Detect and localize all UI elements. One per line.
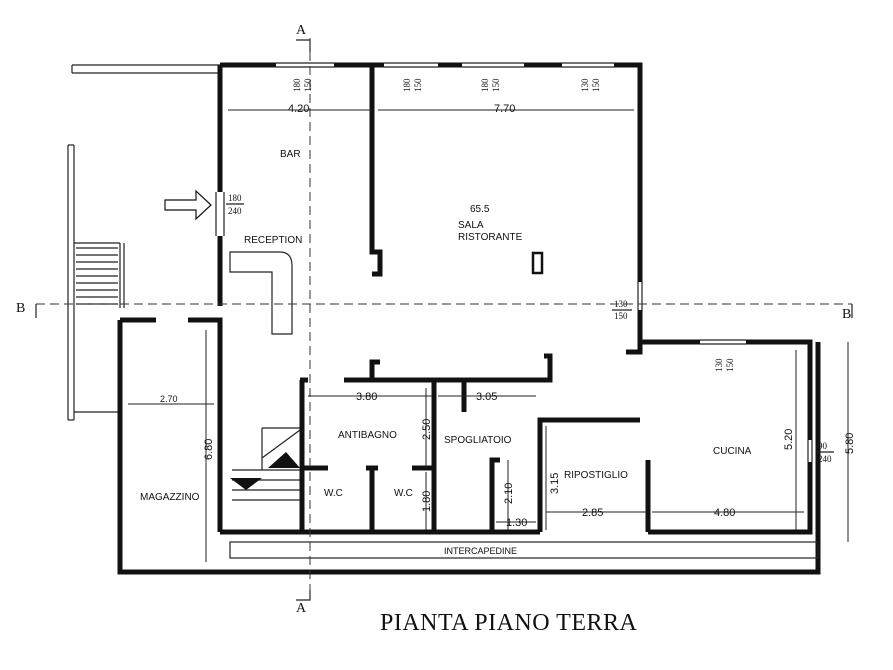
room-labels: BAR RECEPTION 65.5 SALA RISTORANTE MAGAZ… xyxy=(140,149,752,556)
plan-title: PIANTA PIANO TERRA xyxy=(380,610,637,636)
room-bar: BAR xyxy=(280,149,301,160)
kitchen-right-window-top: 90 xyxy=(818,441,828,451)
entrance-label-bottom: 240 xyxy=(228,206,242,216)
kitchen-window-top: 130 xyxy=(714,358,724,372)
dim-wc-depth: 1.80 xyxy=(421,491,433,512)
top-windows xyxy=(276,61,614,69)
dim-cucina-depth-inner: 5.20 xyxy=(783,429,795,450)
window-label-2-top: 180 xyxy=(402,78,412,92)
dim-magazzino-depth: 6.80 xyxy=(203,439,215,460)
room-sala-line1: SALA xyxy=(458,220,484,231)
room-intercapedine: INTERCAPEDINE xyxy=(444,546,517,556)
reception-counter xyxy=(229,251,293,335)
window-labels: 180 150 180 150 180 150 130 150 xyxy=(292,78,601,92)
window-label-3-top: 180 xyxy=(480,78,490,92)
sala-column xyxy=(531,251,544,275)
window-label-4-top: 130 xyxy=(580,78,590,92)
room-cucina: CUCINA xyxy=(713,446,752,457)
dim-cucina-width: 4.80 xyxy=(714,507,735,519)
dim-sala-width: 7.70 xyxy=(494,103,515,115)
room-magazzino: MAGAZZINO xyxy=(140,492,200,503)
side-window-bottom: 150 xyxy=(614,311,628,321)
entrance-arrow-icon xyxy=(164,189,212,221)
side-window-top: 130 xyxy=(614,299,628,309)
section-b-right: B xyxy=(842,307,851,322)
dim-ripostiglio-width: 2.85 xyxy=(582,507,603,519)
dim-antibagno-width: 3.80 xyxy=(356,391,377,403)
room-reception: RECEPTION xyxy=(244,235,302,246)
room-spogliatoio: SPOGLIATOIO xyxy=(444,435,512,446)
section-lines xyxy=(35,38,853,601)
window-label-3-bottom: 150 xyxy=(491,78,501,92)
dim-shower-width: 1.30 xyxy=(506,517,527,529)
section-a-top: A xyxy=(296,23,307,38)
window-label-4-bottom: 150 xyxy=(591,78,601,92)
internal-stairs xyxy=(230,427,301,501)
entrance-opening: 180 240 xyxy=(215,192,244,236)
stair-steps xyxy=(76,247,118,305)
room-wc-2: W.C xyxy=(394,488,413,499)
dim-cucina-depth-outer: 5.80 xyxy=(844,433,856,454)
exterior-walls xyxy=(117,62,821,575)
dim-shower-depth: 2.10 xyxy=(503,483,515,504)
kitchen-window-bottom: 150 xyxy=(725,358,735,372)
window-label-1-bottom: 150 xyxy=(303,78,313,92)
section-b-left: B xyxy=(16,301,25,316)
room-ripostiglio: RIPOSTIGLIO xyxy=(564,470,628,481)
dim-magazzino-width: 2.70 xyxy=(160,394,178,404)
room-wc-1: W.C xyxy=(324,488,343,499)
window-label-2-bottom: 150 xyxy=(413,78,423,92)
dimension-lines xyxy=(128,109,849,562)
dim-antibagno-depth: 2.50 xyxy=(421,419,433,440)
dim-bar-width: 4.20 xyxy=(288,103,309,115)
window-label-1-top: 180 xyxy=(292,78,302,92)
room-sala-area: 65.5 xyxy=(470,204,490,215)
terrace-outline xyxy=(71,64,220,74)
room-sala-line2: RISTORANTE xyxy=(458,232,523,243)
section-a-bottom: A xyxy=(296,601,307,616)
bar-sala-partition xyxy=(369,65,383,277)
dim-spogliatoio-width: 3.05 xyxy=(476,391,497,403)
kitchen-right-window-bottom: 240 xyxy=(818,454,832,464)
external-staircase xyxy=(67,144,125,421)
interior-walls xyxy=(220,342,651,535)
entrance-label-top: 180 xyxy=(228,193,242,203)
dim-ripostiglio-depth: 3.15 xyxy=(549,473,561,494)
intercapedine-strip xyxy=(229,541,819,559)
room-antibagno: ANTIBAGNO xyxy=(338,430,397,441)
kitchen-windows: 130 150 90 240 xyxy=(700,338,834,464)
dimension-values: 4.20 7.70 2.70 6.80 3.80 3.05 2.50 1.80 … xyxy=(160,103,856,529)
side-window: 130 150 xyxy=(612,282,644,321)
